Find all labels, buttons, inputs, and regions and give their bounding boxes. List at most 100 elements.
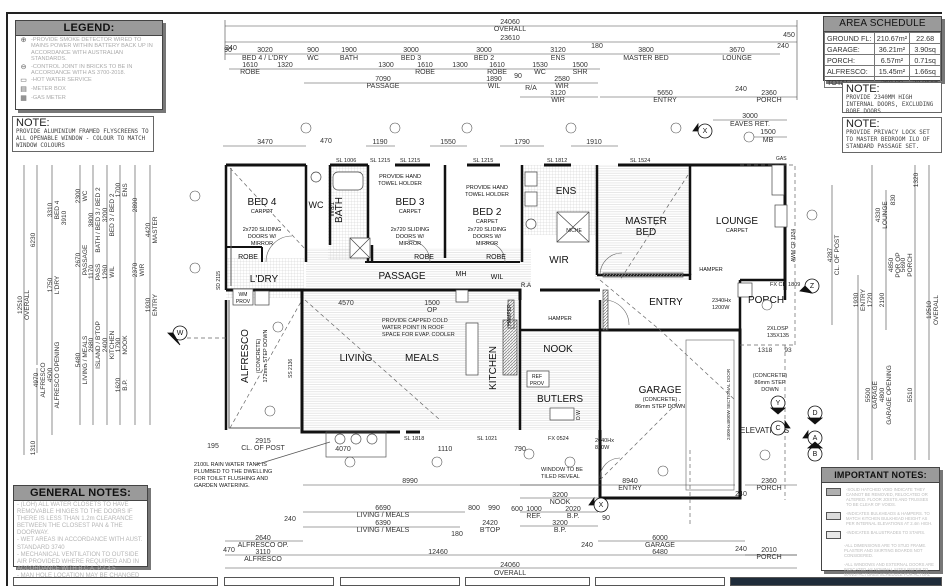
important-note-item: -INDICATES BALUSTRADES TO STAIRS. xyxy=(826,530,935,539)
svg-text:240: 240 xyxy=(735,86,747,93)
svg-text:REF: REF xyxy=(532,374,542,380)
svg-text:790: 790 xyxy=(514,446,526,453)
note-body: PROVIDE ALUMINIUM FRAMED FLYSCREENS TO A… xyxy=(16,129,149,149)
svg-text:SL 1006: SL 1006 xyxy=(336,158,356,164)
svg-text:195: 195 xyxy=(207,443,219,450)
svg-text:2190: 2190 xyxy=(879,292,886,307)
svg-text:PROVIDE CAPPED COLD: PROVIDE CAPPED COLD xyxy=(382,318,448,324)
svg-text:135X135: 135X135 xyxy=(767,333,789,339)
svg-text:PASS: PASS xyxy=(95,263,102,281)
svg-text:830: 830 xyxy=(890,194,897,205)
svg-text:240: 240 xyxy=(581,542,593,549)
svg-text:CARPET: CARPET xyxy=(476,219,499,225)
svg-text:MIRROR: MIRROR xyxy=(476,241,498,247)
svg-text:2915: 2915 xyxy=(255,438,271,445)
svg-text:3120: 3120 xyxy=(550,90,566,97)
svg-text:CL. OF POST: CL. OF POST xyxy=(241,445,285,452)
dimension-lines-right xyxy=(831,165,930,460)
svg-text:12510: 12510 xyxy=(17,296,24,314)
elevation-marker-a: A xyxy=(802,429,823,446)
important-note-item: -INDICATES BULKHEADS & HAMPERS. TO MATCH… xyxy=(826,511,935,526)
svg-text:2340Hx: 2340Hx xyxy=(712,298,731,304)
svg-text:12510: 12510 xyxy=(926,301,933,319)
svg-text:(CONCRETE): (CONCRETE) xyxy=(643,397,678,403)
svg-text:BED 4: BED 4 xyxy=(248,197,277,208)
svg-text:3200: 3200 xyxy=(552,492,568,499)
svg-text:240: 240 xyxy=(735,546,747,553)
general-notes-panel: GENERAL NOTES: - (LOH) ALL WATER CLOSETS… xyxy=(13,485,148,586)
svg-text:1500: 1500 xyxy=(572,62,588,69)
svg-text:Y: Y xyxy=(776,400,781,407)
svg-text:SPACE FOR EVAP. COOLER: SPACE FOR EVAP. COOLER xyxy=(382,332,455,338)
svg-text:Z: Z xyxy=(810,283,815,290)
svg-text:ALFRESCO: ALFRESCO xyxy=(244,556,282,563)
svg-text:WC: WC xyxy=(82,190,89,201)
svg-text:WC: WC xyxy=(309,200,324,210)
internal-doors-note: NOTE: PROVIDE 2340mm HIGH INTERNAL DOORS… xyxy=(842,82,942,115)
svg-text:LIVING / MEALS: LIVING / MEALS xyxy=(82,335,89,384)
svg-text:90: 90 xyxy=(224,47,232,54)
svg-text:FX CR 1809: FX CR 1809 xyxy=(770,282,800,288)
svg-text:WIL: WIL xyxy=(491,274,504,281)
dimension-lines-top xyxy=(224,20,798,100)
svg-text:BATH / BED 3 / BED 2: BATH / BED 3 / BED 2 xyxy=(95,187,102,253)
svg-text:8990: 8990 xyxy=(402,478,418,485)
svg-text:ROBE: ROBE xyxy=(414,254,434,261)
control-joint-markers xyxy=(189,122,818,477)
elevation-marker-w: W xyxy=(167,325,188,346)
svg-text:KITCHEN: KITCHEN xyxy=(488,346,499,390)
svg-text:NOOK: NOOK xyxy=(543,344,573,355)
svg-text:BED 4 / L'DRY: BED 4 / L'DRY xyxy=(242,55,288,62)
svg-text:1610: 1610 xyxy=(242,62,258,69)
svg-text:6000: 6000 xyxy=(652,535,668,542)
note-body: PROVIDE 2340mm HIGH INTERNAL DOORS, EXCL… xyxy=(846,95,934,115)
elevation-marker-z: Z xyxy=(799,278,820,294)
svg-text:2040Hx: 2040Hx xyxy=(595,438,614,444)
svg-text:1790: 1790 xyxy=(514,139,530,146)
svg-text:5510: 5510 xyxy=(907,387,914,402)
important-note-item: -SOLID HATCHED VOID INDICATE THEY CANNOT… xyxy=(826,487,935,507)
svg-text:BED 2: BED 2 xyxy=(474,55,494,62)
svg-text:SL 1524: SL 1524 xyxy=(630,158,650,164)
svg-text:2XLOSP: 2XLOSP xyxy=(767,326,789,332)
svg-text:WIR: WIR xyxy=(551,97,565,104)
svg-text:SD 2115: SD 2115 xyxy=(216,271,222,290)
svg-text:4500: 4500 xyxy=(47,367,54,382)
elevation-markers: X W Z Y D C A B X xyxy=(167,122,824,513)
svg-text:820W: 820W xyxy=(595,445,610,451)
svg-text:B'TOP: B'TOP xyxy=(480,527,501,534)
svg-text:1318: 1318 xyxy=(758,347,773,354)
svg-text:ENTRY: ENTRY xyxy=(653,97,677,104)
svg-text:GARDEN WATERING.: GARDEN WATERING. xyxy=(194,483,250,489)
control-joint-icon: ⊖ xyxy=(20,63,27,71)
svg-text:12460: 12460 xyxy=(428,549,448,556)
svg-text:2670: 2670 xyxy=(75,252,82,267)
svg-text:2x720 SLIDING: 2x720 SLIDING xyxy=(243,227,282,233)
svg-text:900: 900 xyxy=(307,47,319,54)
rain-water-tank xyxy=(254,431,387,466)
svg-text:1790: 1790 xyxy=(115,337,122,352)
svg-text:800: 800 xyxy=(468,505,480,512)
svg-text:C: C xyxy=(775,425,780,432)
svg-text:172mm STEP DOWN: 172mm STEP DOWN xyxy=(263,329,269,382)
svg-text:GARAGE OPENING: GARAGE OPENING xyxy=(886,365,893,425)
svg-text:86mm STEP DOWN: 86mm STEP DOWN xyxy=(635,404,685,410)
svg-text:6480: 6480 xyxy=(652,549,668,556)
svg-text:A: A xyxy=(813,435,818,442)
dimension-lines-left xyxy=(23,165,151,455)
svg-text:1190: 1190 xyxy=(372,139,387,146)
svg-text:1300: 1300 xyxy=(452,62,468,69)
svg-text:SL 1021: SL 1021 xyxy=(477,436,497,442)
svg-text:SL 1215: SL 1215 xyxy=(473,158,493,164)
svg-text:GARAGE: GARAGE xyxy=(872,380,879,408)
svg-text:1700: 1700 xyxy=(115,182,122,197)
svg-text:LIVING / MEALS: LIVING / MEALS xyxy=(357,527,410,534)
legend-item: ⊕-PROVIDE SMOKE DETECTOR WIRED TO MAINS … xyxy=(20,37,153,63)
svg-text:240: 240 xyxy=(284,516,296,523)
svg-text:1320: 1320 xyxy=(913,172,920,187)
svg-text:BED: BED xyxy=(636,227,657,238)
svg-text:5690: 5690 xyxy=(900,257,907,272)
note-body: PROVIDE PRIVACY LOCK SET TO MASTER BEDRO… xyxy=(846,130,930,150)
